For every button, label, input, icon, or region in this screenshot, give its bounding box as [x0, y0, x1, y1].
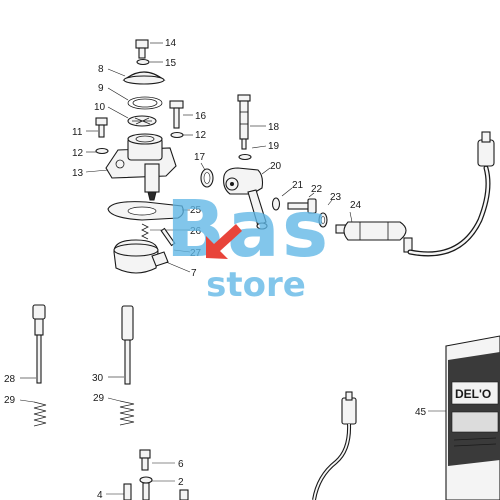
jet-30 — [108, 305, 134, 385]
part-2 — [139, 476, 175, 500]
diaphragm-10 — [107, 106, 157, 127]
packet-brand-text: DEL'O — [455, 387, 491, 401]
label-29-left: 29 — [4, 395, 16, 406]
part-4 — [106, 483, 132, 500]
fuel-hose — [407, 131, 495, 257]
label-18: 18 — [268, 122, 280, 133]
label-15: 15 — [165, 58, 177, 69]
label-16: 16 — [195, 111, 207, 122]
jet-28 — [20, 304, 46, 384]
gasket-9 — [107, 87, 163, 110]
watermark-store-text: store — [206, 265, 306, 305]
label-27: 27 — [190, 248, 202, 259]
label-20: 20 — [270, 161, 282, 172]
washer-12-left — [86, 147, 109, 155]
label-17: 17 — [194, 152, 206, 163]
red-arrow-icon — [206, 224, 242, 259]
label-30: 30 — [92, 373, 104, 384]
carburetor-body-13 — [85, 133, 177, 201]
float-bowl-7 — [113, 239, 191, 274]
label-9: 9 — [98, 83, 104, 94]
label-6: 6 — [178, 459, 184, 470]
bolt-22 — [287, 192, 317, 214]
valve-body-20 — [223, 167, 271, 230]
label-45: 45 — [415, 407, 427, 418]
watermark-brand-text: Bas — [166, 185, 331, 275]
washer-19 — [238, 145, 267, 161]
label-2: 2 — [178, 477, 184, 488]
spring-29-left — [19, 399, 47, 427]
washer-23 — [318, 199, 333, 228]
spring-29-right — [107, 397, 135, 426]
screw-6 — [139, 449, 175, 471]
pin-27 — [160, 227, 191, 253]
washer-15 — [136, 58, 163, 66]
label-19: 19 — [268, 141, 280, 152]
label-23: 23 — [330, 192, 342, 203]
label-11: 11 — [72, 127, 83, 138]
label-7: 7 — [191, 268, 197, 279]
screw-11 — [86, 117, 108, 138]
part-number-labels: 14 8 15 9 10 16 11 12 12 13 18 19 17 20 … — [4, 38, 427, 500]
label-4: 4 — [97, 490, 103, 500]
label-12-left: 12 — [72, 148, 84, 159]
o-ring-17 — [200, 162, 214, 188]
label-28: 28 — [4, 374, 16, 385]
fuel-filter-24 — [335, 211, 413, 253]
needle-valve-18 — [237, 94, 266, 150]
washer-12-right — [170, 131, 193, 139]
washer-21 — [271, 187, 293, 211]
gasket-25 — [107, 201, 190, 221]
label-29-right: 29 — [93, 393, 105, 404]
part-bottom-right — [179, 489, 189, 500]
sensor-cable — [312, 391, 357, 500]
label-26: 26 — [190, 226, 202, 237]
label-8: 8 — [98, 64, 104, 75]
screw-16 — [169, 100, 193, 129]
label-22: 22 — [311, 184, 323, 195]
spring-26 — [141, 223, 190, 240]
screw-14 — [135, 39, 163, 59]
label-25: 25 — [190, 205, 202, 216]
label-13: 13 — [72, 168, 84, 179]
label-21: 21 — [292, 180, 304, 191]
label-24: 24 — [350, 200, 362, 211]
label-14: 14 — [165, 38, 177, 49]
parts-packet-45 — [428, 335, 500, 500]
label-12-right: 12 — [195, 130, 207, 141]
label-10: 10 — [94, 102, 106, 113]
cover-8 — [107, 68, 166, 85]
store-watermark-logo: Bas store — [166, 185, 331, 305]
